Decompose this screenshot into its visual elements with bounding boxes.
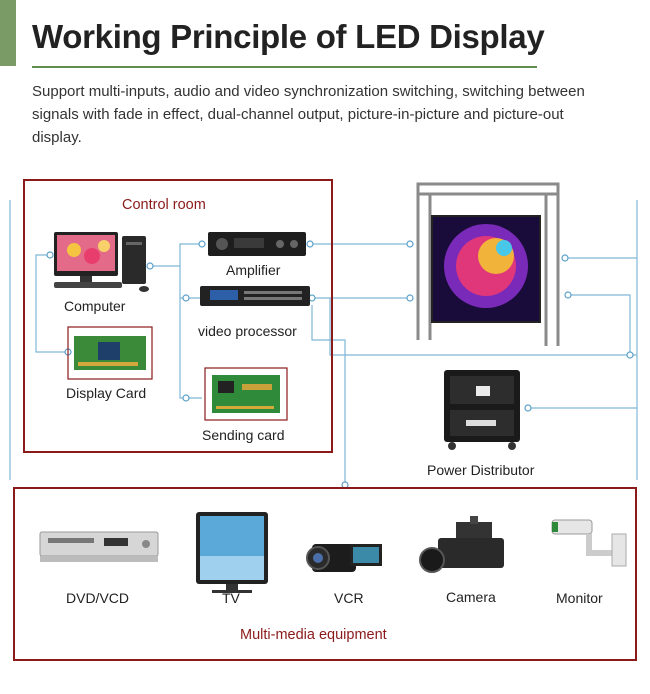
page-description: Support multi-inputs, audio and video sy… [32, 83, 585, 146]
multimedia-item-camera: Camera [446, 589, 496, 605]
amplifier-icon [208, 232, 306, 256]
control-room-title: Control room [122, 197, 206, 213]
sending-card-icon [204, 367, 288, 421]
connection-lines [9, 200, 638, 488]
led-screen-icon [416, 182, 560, 346]
power-distributor-label: Power Distributor [427, 462, 535, 478]
computer-label: Computer [64, 298, 126, 314]
control-room-box [23, 179, 333, 453]
page-title: Working Principle of LED Display [32, 18, 545, 55]
security-camera-icon [551, 519, 627, 567]
multimedia-title: Multi-media equipment [240, 627, 387, 643]
connector-dots [46, 240, 634, 489]
amplifier-label: Amplifier [226, 262, 281, 278]
display-card-label: Display Card [66, 385, 147, 401]
video-processor-label: video processor [198, 323, 297, 339]
power-distributor-icon [444, 370, 520, 450]
display-card-icon [67, 326, 153, 380]
sending-card-label: Sending card [202, 427, 285, 443]
multimedia-item-monitor: Monitor [556, 590, 603, 606]
dvd-player-icon [39, 531, 159, 562]
multimedia-item-dvd: DVD/VCD [66, 590, 130, 606]
computer-icon [54, 232, 149, 292]
multimedia-item-vcr: VCR [334, 590, 364, 606]
video-processor-icon [200, 286, 310, 306]
title-underline [32, 66, 537, 68]
camcorder-icon [306, 544, 382, 572]
multimedia-box [13, 487, 637, 661]
title-accent-bar [0, 0, 16, 66]
multimedia-item-tv: TV [222, 590, 240, 606]
tv-icon [196, 512, 268, 593]
professional-camera-icon [419, 516, 504, 573]
